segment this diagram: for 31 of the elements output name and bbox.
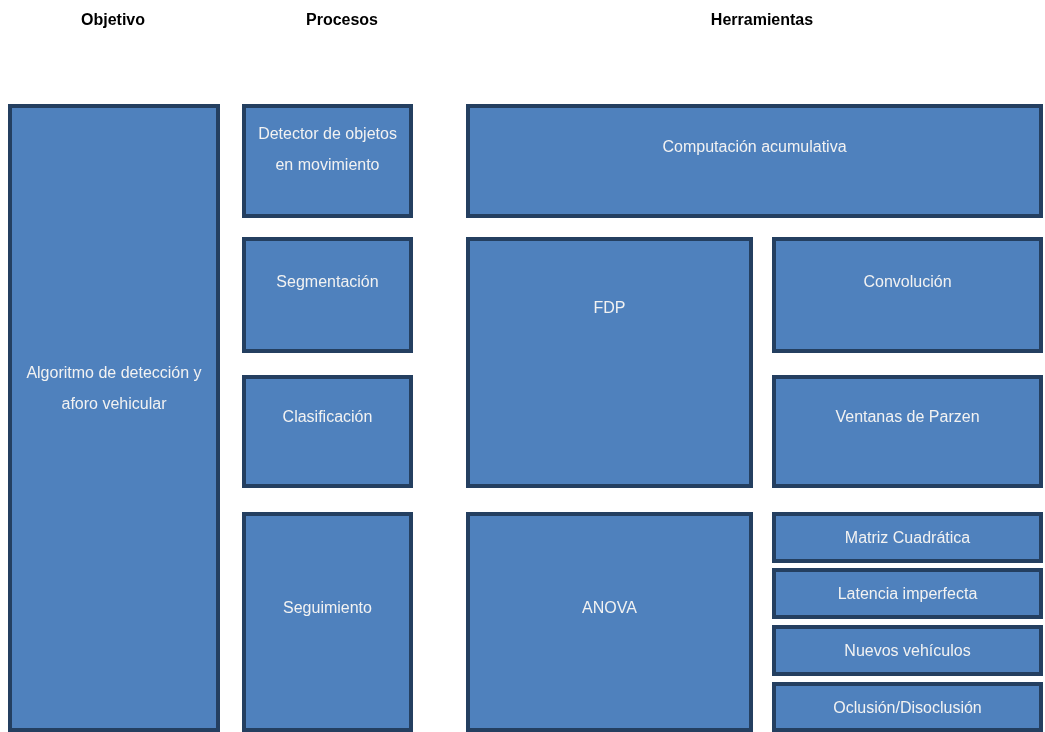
box-text: Oclusión/Disoclusión [833, 697, 982, 718]
box-text: Latencia imperfecta [837, 584, 978, 604]
box-text: Matriz Cuadrática [844, 528, 971, 548]
process-box [242, 375, 413, 488]
process-box [466, 237, 753, 488]
process-box [772, 625, 1043, 676]
box-text: Computación acumulativa [662, 137, 847, 157]
column-heading: Objetivo [81, 10, 145, 30]
box-text: Ventanas de Parzen [835, 407, 980, 427]
box-text: Segmentación [276, 272, 379, 292]
process-box [8, 104, 220, 732]
process-box [466, 104, 1043, 218]
box-text: Detector de objetos en movimiento [257, 124, 398, 175]
box-text: Seguimiento [283, 598, 372, 618]
process-box [772, 512, 1043, 563]
process-box [772, 237, 1043, 353]
box-text: Clasificación [282, 407, 373, 427]
box-text: Convolución [863, 272, 952, 292]
process-box [466, 512, 753, 732]
process-box [242, 237, 413, 353]
process-box [772, 568, 1043, 619]
box-text: Algoritmo de detección y aforo vehicular [25, 363, 203, 414]
process-box [242, 512, 413, 732]
box-text: FDP [593, 298, 626, 318]
process-box [772, 375, 1043, 488]
process-box [772, 682, 1043, 732]
column-heading: Procesos [306, 10, 378, 30]
column-heading: Herramientas [710, 10, 814, 30]
box-text: ANOVA [582, 598, 637, 618]
process-box [242, 104, 413, 218]
box-text: Nuevos vehículos [844, 641, 971, 661]
